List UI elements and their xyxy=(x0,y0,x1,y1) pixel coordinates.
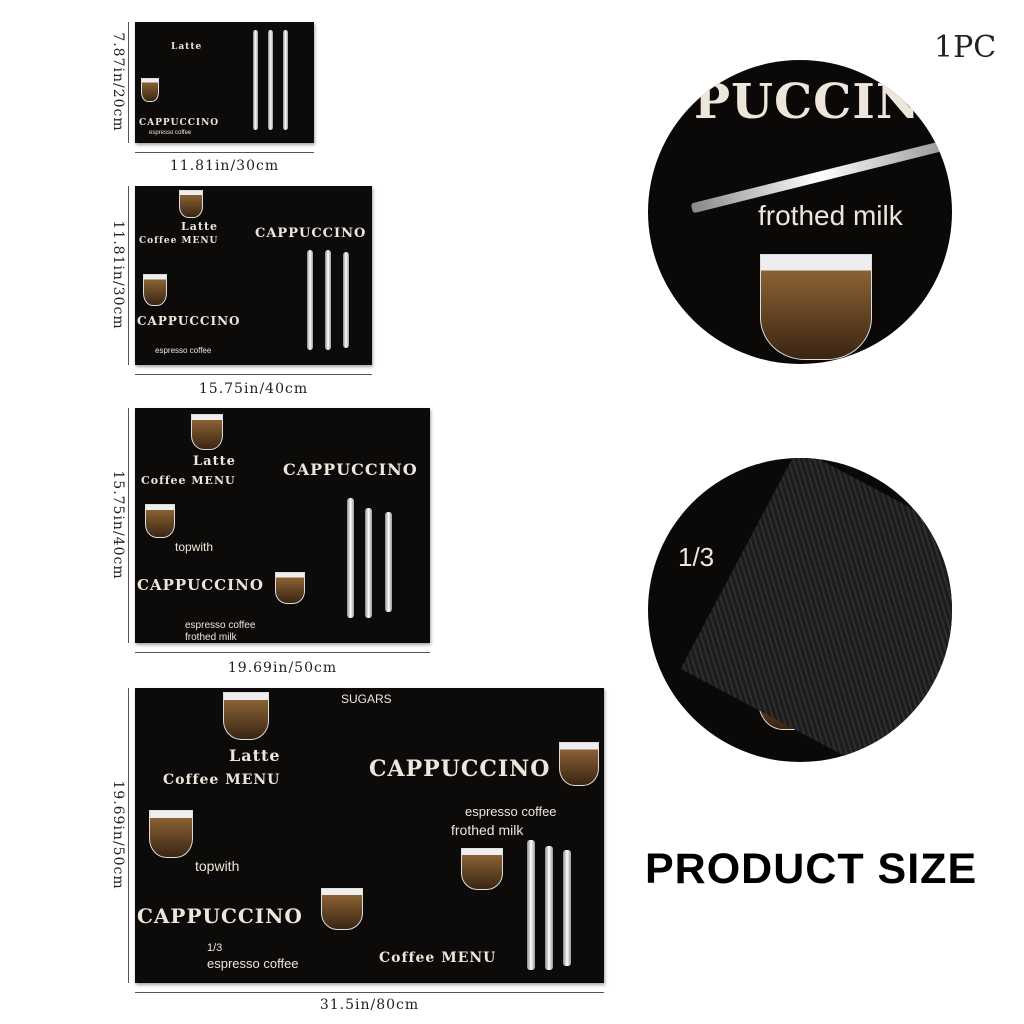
height-label: 19.69in/50cm xyxy=(110,780,126,890)
art-text: CAPPUCCINO xyxy=(137,576,264,594)
cutlery-illustration xyxy=(307,250,313,350)
width-dimension-line xyxy=(135,152,314,153)
art-text: 1/3 xyxy=(678,542,715,572)
cup-illustration xyxy=(179,190,203,218)
cup-illustration xyxy=(321,888,363,930)
placemat-xlarge: CAPPUCCINO Latte Coffee MENU SUGARS topw… xyxy=(135,688,604,983)
art-text: CAPPUCCINO xyxy=(369,756,551,782)
cutlery-illustration xyxy=(283,30,288,130)
placemat-medium: CAPPUCCINO Latte Coffee MENU CAPPUCCINO … xyxy=(135,186,372,365)
cutlery-illustration xyxy=(325,250,331,350)
height-label: 15.75in/40cm xyxy=(110,470,126,580)
height-dimension-line xyxy=(128,408,129,643)
cup-illustration xyxy=(223,692,269,740)
detail-closeup-print: PUCCINO frothed milk xyxy=(648,60,952,364)
art-text: espresso coffee xyxy=(207,956,299,971)
cup-illustration xyxy=(760,254,872,360)
cutlery-illustration xyxy=(545,846,553,970)
placemat-small: Latte CAPPUCCINO espresso coffee xyxy=(135,22,314,143)
cup-illustration xyxy=(145,504,175,538)
cup-illustration xyxy=(559,742,599,786)
art-text: topwith xyxy=(175,540,214,554)
width-label: 31.5in/80cm xyxy=(319,997,420,1013)
art-text: CAPPUCCINO xyxy=(139,118,220,128)
cutlery-illustration xyxy=(563,850,571,966)
height-dimension-line xyxy=(128,22,129,143)
art-text: Coffee MENU xyxy=(141,474,236,487)
art-text: topwith xyxy=(195,858,240,874)
cup-illustration xyxy=(143,274,167,306)
art-text: CAPPUCCINO xyxy=(283,460,418,479)
height-label: 11.81in/30cm xyxy=(110,220,126,330)
art-text: espresso coffee xyxy=(185,620,256,631)
placemat-large: CAPPUCCINO Latte Coffee MENU topwith CAP… xyxy=(135,408,430,643)
cutlery-illustration xyxy=(365,508,372,618)
height-dimension-line xyxy=(128,186,129,365)
width-label: 19.69in/50cm xyxy=(227,660,338,676)
art-text: Latte xyxy=(193,454,236,469)
width-label: 15.75in/40cm xyxy=(198,381,309,397)
art-text: SUGARS xyxy=(341,692,392,706)
quantity-label: 1PC xyxy=(934,30,997,65)
cup-illustration xyxy=(275,572,305,604)
art-text: espresso coffee xyxy=(465,804,557,819)
cutlery-illustration xyxy=(385,512,392,612)
art-text: Latte xyxy=(171,42,203,52)
art-text: Latte xyxy=(181,220,219,233)
art-text: CAPPUCCINO xyxy=(255,226,367,241)
art-text: espresso coffee xyxy=(155,346,212,355)
art-text: Coffee MENU xyxy=(163,772,281,788)
art-text: Latte xyxy=(229,746,281,765)
cutlery-illustration xyxy=(268,30,273,130)
art-text: frothed milk xyxy=(451,822,524,838)
width-label: 11.81in/30cm xyxy=(169,158,280,174)
cup-illustration xyxy=(141,78,159,102)
width-dimension-line xyxy=(135,652,430,653)
cup-illustration xyxy=(191,414,223,450)
cutlery-illustration xyxy=(343,252,349,348)
art-text: Coffee MENU xyxy=(139,236,219,246)
headline: PRODUCT SIZE xyxy=(645,845,978,893)
cup-illustration xyxy=(461,848,503,890)
cutlery-illustration xyxy=(253,30,258,130)
cutlery-illustration xyxy=(527,840,535,970)
art-text: frothed milk xyxy=(185,632,237,643)
art-text: 1/3 xyxy=(207,942,223,954)
art-text: CAPPUCCINO xyxy=(137,314,241,328)
cup-illustration xyxy=(149,810,193,858)
art-text: espresso coffee xyxy=(149,130,192,136)
art-text: frothed milk xyxy=(758,200,903,231)
width-dimension-line xyxy=(135,374,372,375)
art-lettering: PUCCINO xyxy=(694,74,952,130)
cutlery-illustration xyxy=(347,498,354,618)
detail-closeup-backing: 1/3 xyxy=(648,458,952,762)
width-dimension-line xyxy=(135,992,604,993)
art-text: Coffee MENU xyxy=(379,950,497,966)
height-dimension-line xyxy=(128,688,129,983)
art-text: CAPPUCCINO xyxy=(137,904,303,928)
height-label: 7.87in/20cm xyxy=(110,32,126,132)
woven-backing xyxy=(680,458,952,762)
